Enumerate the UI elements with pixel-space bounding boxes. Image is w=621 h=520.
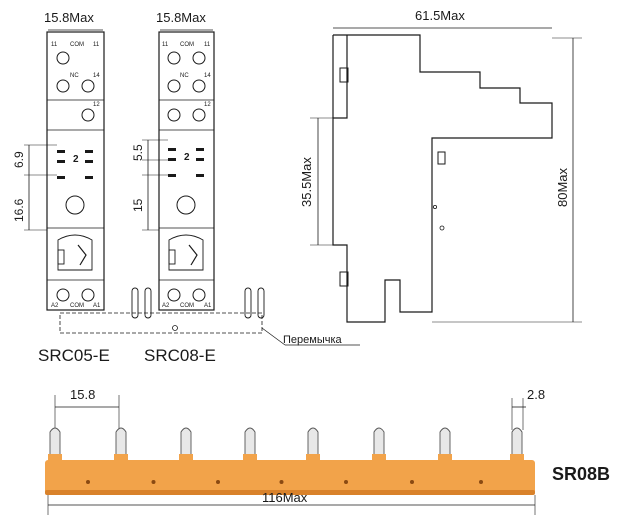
svg-text:11: 11 (93, 42, 100, 48)
svg-text:11: 11 (51, 42, 58, 48)
jumper-pin-base (372, 454, 386, 462)
jumper-bar-illustration: 15.8 2.8 116Max SR08B (45, 387, 610, 515)
svg-text:COM: COM (70, 303, 84, 309)
width-label-side: 61.5Max (415, 8, 465, 23)
jumper-pin (180, 427, 192, 463)
vertical-dims-left: 6.9 16.6 (12, 144, 57, 231)
jumper-pin (49, 427, 61, 463)
jumper-pin (511, 427, 523, 463)
vertical-dims-right: 5.5 15 (131, 139, 168, 231)
jumper-bar-hole (151, 480, 156, 484)
socket-src08-e: 11 COM 11 NC 14 12 A2 COM A1 2 (158, 31, 215, 311)
pitch-label: 15.8 (70, 387, 95, 402)
svg-text:2: 2 (73, 154, 79, 165)
jumper-pin-base (510, 454, 524, 462)
svg-text:A1: A1 (204, 303, 212, 309)
jumper-pin (307, 427, 319, 463)
jumper-pin (244, 427, 256, 463)
total-length-label: 116Max (262, 490, 308, 505)
svg-text:14: 14 (204, 73, 211, 79)
jumper-bar-hole (479, 480, 483, 484)
jumper-pin-base (179, 454, 193, 462)
jumper-pin-base (114, 454, 128, 462)
svg-text:A2: A2 (162, 303, 170, 309)
svg-text:12: 12 (204, 102, 211, 108)
socket-src05-e: 11 COM 11 NC 14 12 A2 COM A1 2 (46, 31, 105, 311)
jumper-bar-hole (410, 480, 414, 484)
svg-text:A1: A1 (93, 303, 101, 309)
jumper-bar-hole (279, 480, 284, 484)
jumper-bar-holes (86, 480, 483, 484)
svg-text:2: 2 (184, 152, 190, 163)
svg-text:11: 11 (162, 42, 169, 48)
dim-5-5: 5.5 (131, 144, 145, 161)
model-label-src08-e: SRC08-E (144, 346, 216, 365)
svg-text:12: 12 (93, 102, 100, 108)
svg-text:COM: COM (70, 42, 84, 48)
jumper-outline: Перемычка (59, 287, 360, 346)
jumper-bar-hole (86, 480, 90, 484)
jumper-bar-hole (216, 480, 220, 484)
jumper-pin (373, 427, 385, 463)
jumper-pins (48, 427, 524, 463)
jumper-bar-body (45, 460, 535, 494)
jumper-bar-hole (344, 480, 348, 484)
jumper-label: Перемычка (283, 334, 343, 346)
relay-socket-drawings: 15.8Max 15.8Max 11 COM 11 NC 14 12 (12, 8, 582, 365)
dim-16-6: 16.6 (12, 198, 26, 222)
width-label-right: 15.8Max (156, 10, 206, 25)
jumper-pin (439, 427, 451, 463)
model-label-src05-e: SRC05-E (38, 346, 110, 365)
svg-text:NC: NC (70, 73, 79, 79)
model-label-sr08b: SR08B (552, 464, 610, 484)
svg-text:COM: COM (180, 303, 194, 309)
jumper-pin-base (306, 454, 320, 462)
jumper-bar-shadow (45, 490, 535, 495)
svg-text:COM: COM (180, 42, 194, 48)
width-label-left: 15.8Max (44, 10, 94, 25)
svg-text:11: 11 (204, 42, 211, 48)
jumper-pin-base (243, 454, 257, 462)
jumper-pin-base (438, 454, 452, 462)
svg-text:A2: A2 (51, 303, 59, 309)
pin-width-label: 2.8 (527, 387, 545, 402)
socket-side-view: 61.5Max 35.5Max 80Max (299, 8, 582, 323)
dim-15: 15 (131, 198, 145, 212)
height-label-side-total: 80Max (555, 167, 570, 207)
dim-6-9: 6.9 (12, 151, 26, 168)
svg-text:14: 14 (93, 73, 100, 79)
jumper-pin (115, 427, 127, 463)
jumper-pin-base (48, 454, 62, 462)
height-label-side-inner: 35.5Max (299, 157, 314, 207)
svg-text:NC: NC (180, 73, 189, 79)
